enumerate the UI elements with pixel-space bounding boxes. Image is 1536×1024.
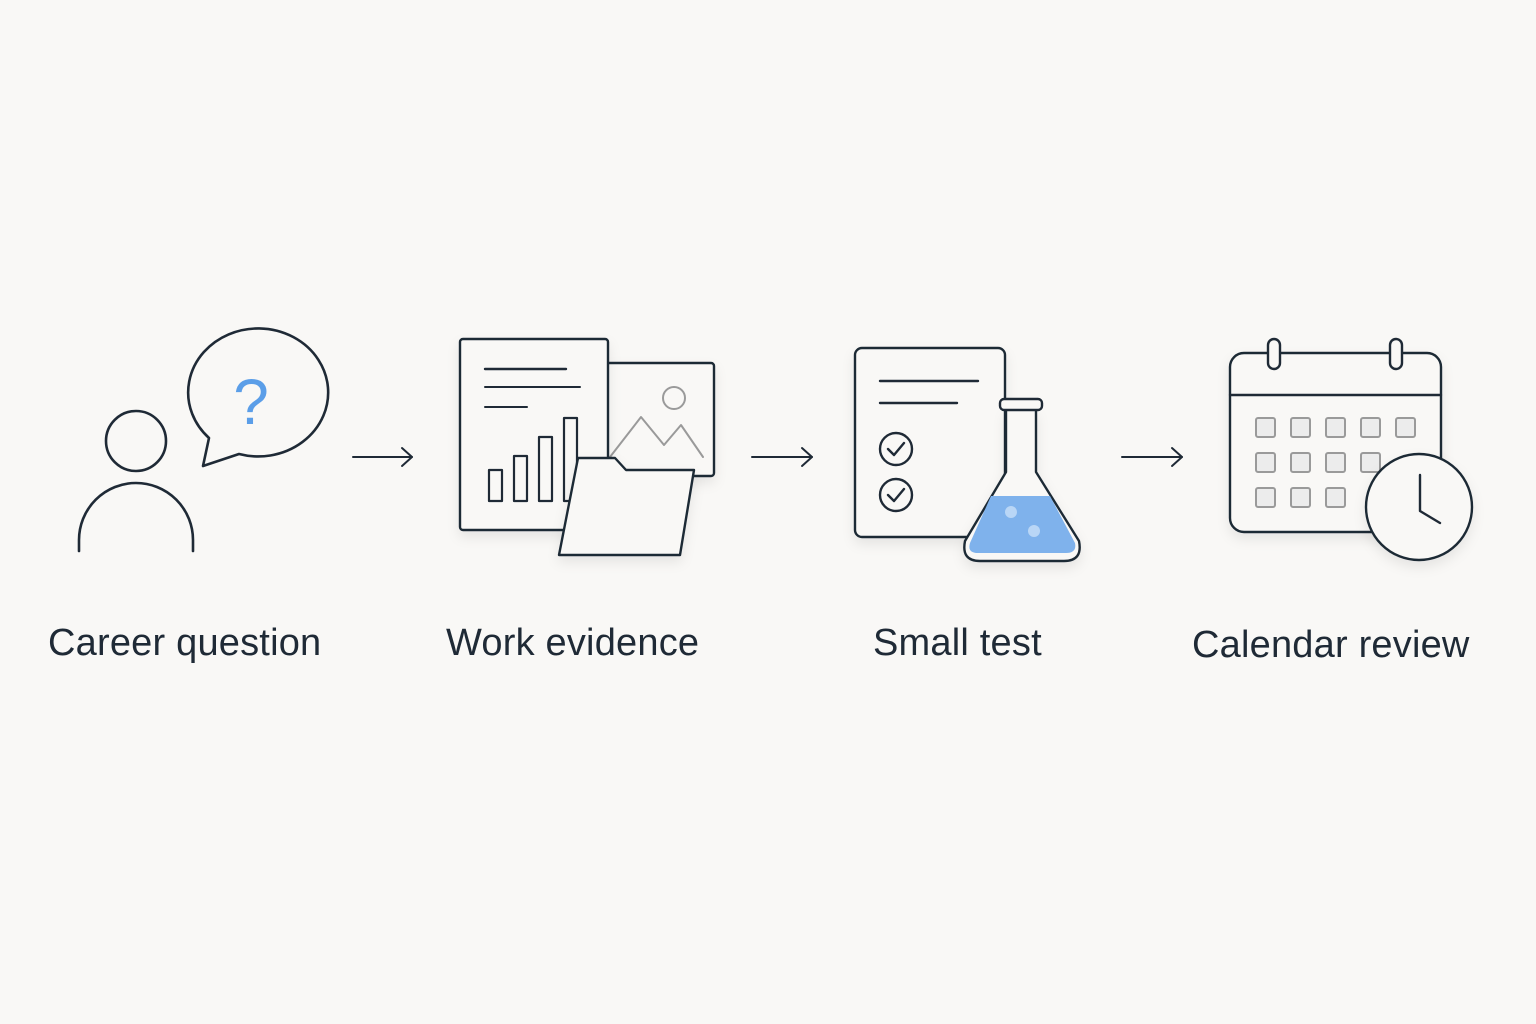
person-question-icon: ? — [77, 327, 330, 553]
folder-icon — [557, 456, 696, 557]
calendar-clock-icon — [1228, 337, 1474, 562]
person-head — [104, 409, 168, 473]
person-shoulders — [77, 481, 195, 553]
flask-icon — [963, 397, 1081, 563]
report-document-icon — [458, 337, 610, 532]
step-label-work-evidence: Work evidence — [446, 622, 700, 664]
step-label-career-question: Career question — [48, 622, 322, 664]
question-mark: ? — [233, 366, 269, 438]
checklist-flask-icon — [853, 346, 1081, 563]
step-label-calendar-review: Calendar review — [1192, 624, 1470, 666]
arrow-right-icon — [751, 447, 813, 467]
step-label-small-test: Small test — [873, 622, 1042, 664]
flask-liquid — [969, 496, 1076, 553]
image-card-icon — [604, 361, 716, 478]
calendar-grid — [1255, 417, 1416, 508]
documents-folder-icon — [458, 337, 716, 557]
checklist-icon — [853, 346, 1007, 539]
arrow-right-icon — [352, 447, 413, 467]
clock-icon — [1364, 452, 1474, 562]
speech-bubble-icon — [186, 327, 330, 468]
arrow-right-icon — [1121, 447, 1183, 467]
